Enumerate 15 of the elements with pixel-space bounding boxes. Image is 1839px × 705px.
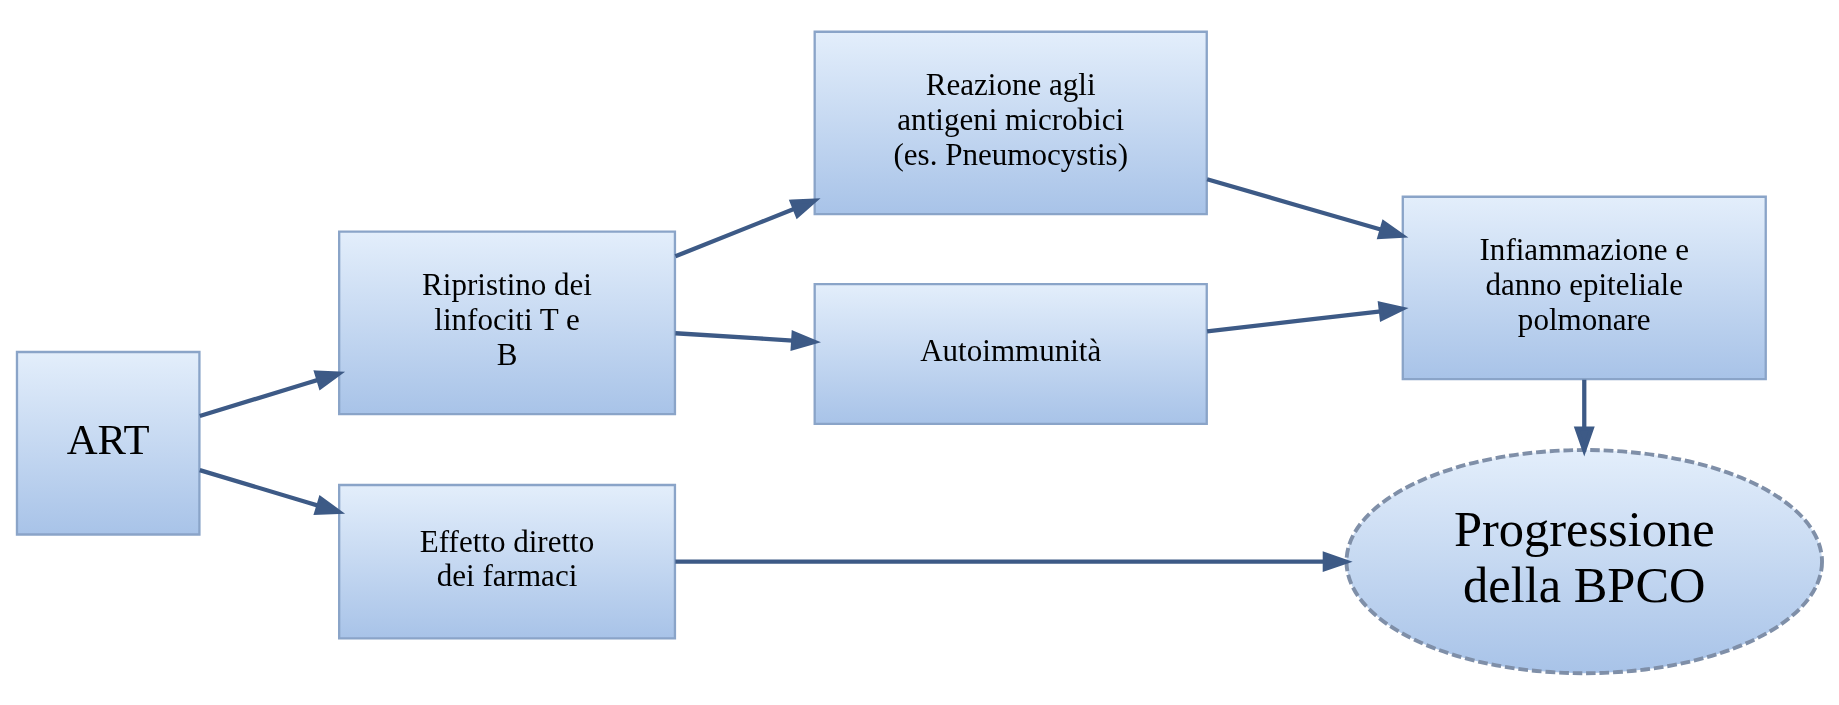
arrow	[675, 551, 1353, 573]
arrow	[1573, 379, 1595, 457]
arrow	[199, 468, 346, 516]
arrow	[675, 329, 821, 351]
node-ellipse: Progressione della BPCO	[1344, 448, 1824, 676]
node-box: ART	[15, 350, 201, 536]
node-box: Autoimmunità	[813, 282, 1208, 425]
arrow	[1206, 301, 1409, 334]
arrow	[1206, 177, 1409, 240]
node-box: Reazione agli antigeni microbici (es. Pneumocystis)	[813, 30, 1208, 216]
node-box: Ripristino dei linfociti T e B	[338, 230, 677, 416]
arrow	[674, 198, 821, 259]
arrow	[199, 370, 346, 418]
node-box: Effetto diretto dei farmaci	[338, 483, 677, 640]
node-box: Infiammazione e danno epiteliale polmonare	[1401, 195, 1767, 381]
